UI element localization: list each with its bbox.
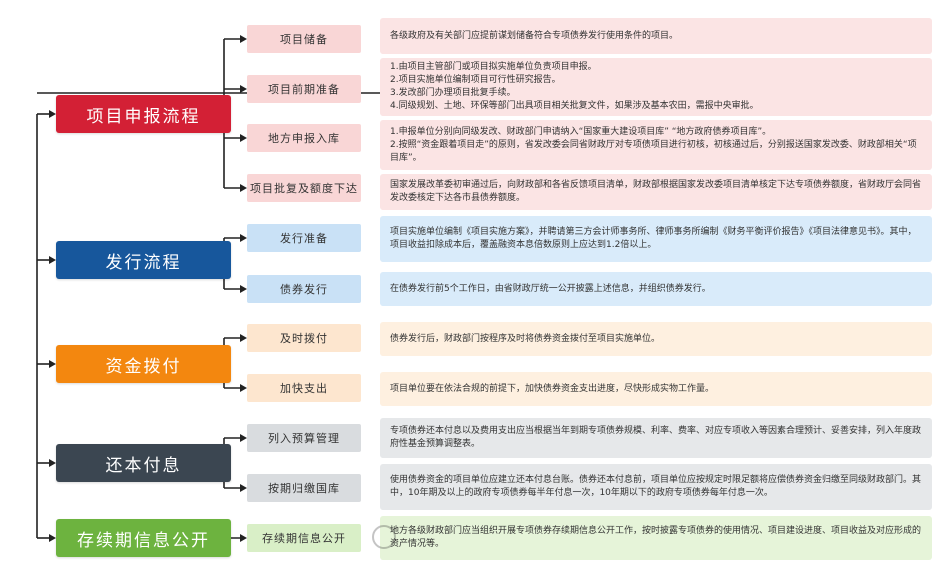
desc-approval-quota: 国家发展改革委初审通过后，向财政部和各省反馈项目清单，财政部根据国家发改委项目清… [380, 174, 932, 210]
desc-budget-management: 专项债券还本付息以及费用支出应当根据当年到期专项债券规模、利率、费率、对应专项收… [380, 418, 932, 458]
step-bond-issuance: 债券发行 [247, 275, 361, 303]
stage-arrowhead-2 [49, 360, 56, 368]
desc-timely-allocation: 债券发行后，财政部门按程序及时将债券资金拨付至项目实施单位。 [380, 322, 932, 356]
step-accelerate-spending: 加快支出 [247, 374, 361, 402]
desc-pre-preparation: 1.由项目主管部门或项目拟实施单位负责项目申报。 2.项目实施单位编制项目可行性… [380, 58, 932, 116]
desc-information-disclosure: 地方各级财政部门应当组织开展专项债券存续期信息公开工作，按时披露专项债券的使用情… [380, 516, 932, 560]
step-treasury-payment: 按期归缴国库 [247, 474, 361, 502]
branch-arrowhead-4-0 [240, 534, 247, 542]
step-approval-quota: 项目批复及额度下达 [247, 174, 361, 202]
branch-arrowhead-3-1 [240, 484, 247, 492]
branch-arrowhead-0-3 [240, 184, 247, 192]
stage-arrowhead-4 [49, 534, 56, 542]
step-project-reserve: 项目储备 [247, 25, 361, 53]
stage-repayment: 还本付息 [56, 444, 231, 482]
stage-issuance: 发行流程 [56, 241, 231, 279]
branch-arrowhead-3-0 [240, 434, 247, 442]
branch-arrowhead-0-1 [240, 85, 247, 93]
desc-project-reserve: 各级政府及有关部门应提前谋划储备符合专项债券发行使用条件的项目。 [380, 18, 932, 54]
stage-arrowhead-1 [49, 256, 56, 264]
step-timely-allocation: 及时拨付 [247, 324, 361, 352]
stage-arrowhead-0 [49, 110, 56, 118]
desc-issuance-prep: 项目实施单位编制《项目实施方案》，并聘请第三方会计师事务所、律师事务所编制《财务… [380, 216, 932, 262]
step-budget-management: 列入预算管理 [247, 424, 361, 452]
branch-arrowhead-0-2 [240, 134, 247, 142]
stage-fund-allocation: 资金拨付 [56, 345, 231, 383]
desc-bond-issuance: 在债券发行前5个工作日，由省财政厅统一公开披露上述信息，并组织债券发行。 [380, 272, 932, 306]
desc-local-submission: 1.申报单位分别向同级发改、财政部门申请纳入“国家重大建设项目库” “地方政府债… [380, 120, 932, 170]
step-pre-preparation: 项目前期准备 [247, 75, 361, 103]
step-information-disclosure: 存续期信息公开 [247, 524, 361, 552]
stage-arrowhead-3 [49, 459, 56, 467]
branch-arrowhead-0-0 [240, 35, 247, 43]
desc-accelerate-spending: 项目单位要在依法合规的前提下，加快债券资金支出进度，尽快形成实物工作量。 [380, 372, 932, 406]
branch-arrowhead-1-0 [240, 234, 247, 242]
branch-arrowhead-2-0 [240, 334, 247, 342]
stage-disclosure: 存续期信息公开 [56, 519, 231, 557]
branch-arrowhead-1-1 [240, 285, 247, 293]
step-local-submission: 地方申报入库 [247, 124, 361, 152]
stage-project-application: 项目申报流程 [56, 95, 231, 133]
step-issuance-prep: 发行准备 [247, 224, 361, 252]
desc-treasury-payment: 使用债券资金的项目单位应建立还本付息台账。债券还本付息前，项目单位应按规定时限足… [380, 464, 932, 510]
branch-arrowhead-2-1 [240, 384, 247, 392]
